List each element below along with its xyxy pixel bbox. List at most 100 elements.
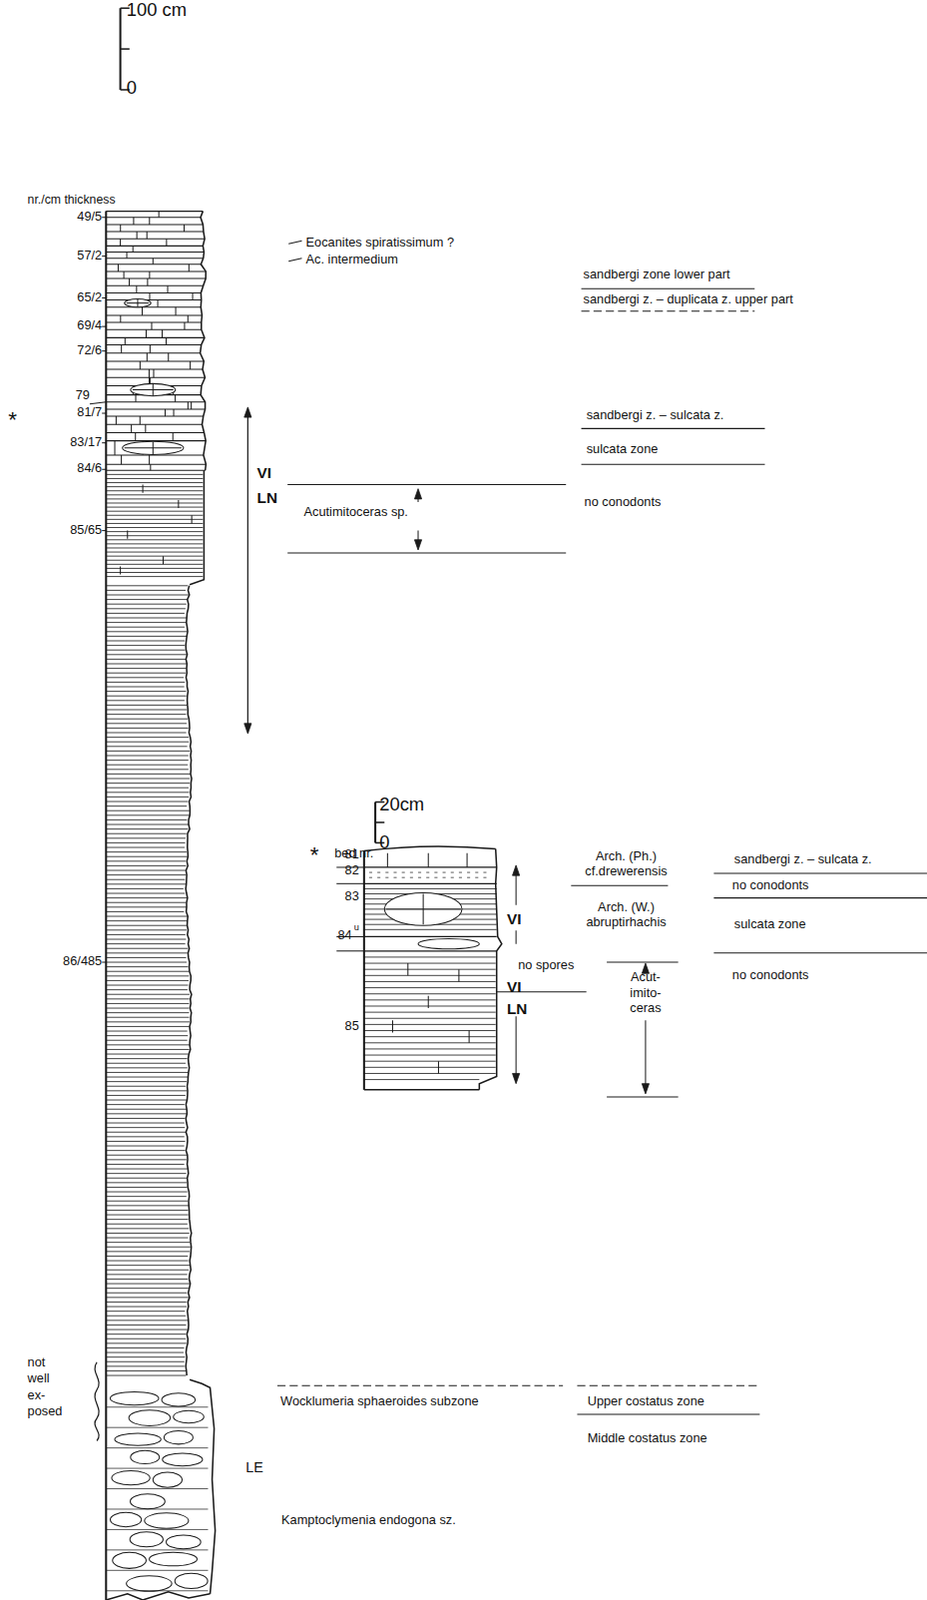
shale-lamina (105, 1269, 189, 1271)
annotation-text: sandbergi z. – sulcata z. (734, 852, 873, 868)
limestone-joint (135, 285, 137, 293)
shale-lamina (105, 686, 184, 688)
shale-lamina (105, 1108, 187, 1110)
bed-tick (101, 442, 106, 444)
shale-lamina (105, 1066, 188, 1068)
limestone-joint (148, 292, 150, 300)
shale-lamina (105, 773, 190, 775)
shale-lamina (105, 842, 185, 844)
limestone-joint (120, 455, 122, 464)
shale-lamina (105, 916, 188, 918)
bed-boundary (105, 322, 201, 324)
column-edge (185, 585, 192, 1376)
shale-lamina (105, 1099, 187, 1101)
range-boundary (606, 1095, 679, 1097)
shale-lamina (105, 984, 188, 986)
shale-lamina (105, 787, 189, 789)
zone-boundary (713, 951, 927, 953)
shale-lamina (105, 473, 203, 475)
limestone-joint (117, 264, 119, 272)
shale-lamina (105, 1076, 188, 1078)
annotation-text: LN (257, 488, 278, 506)
bed-boundary (364, 866, 497, 868)
annotation-text: Kamptoclymenia endogona sz. (281, 1512, 457, 1528)
limestone-joint (157, 300, 159, 308)
limestone-joint (177, 499, 179, 508)
shale-lamina (105, 764, 188, 766)
bed-boundary (105, 329, 201, 331)
annotation-text: * (7, 408, 17, 434)
shale-lamina (105, 879, 185, 881)
bed-boundary (105, 238, 205, 240)
annotation-text: VI (257, 463, 272, 481)
bed-boundary (105, 263, 201, 265)
shale-lamina (105, 925, 187, 927)
limestone-joint (190, 402, 192, 410)
bed-tick (101, 326, 106, 328)
range-arrow (418, 530, 420, 541)
arrow-head (641, 1083, 649, 1094)
bed-boundary (105, 432, 204, 434)
limestone-joint (174, 395, 176, 403)
exposure-wave (94, 1362, 99, 1441)
shale-lamina (105, 1191, 187, 1193)
shale-lamina (105, 828, 188, 830)
annotation-text: nr./cm thickness (27, 192, 116, 207)
shale-lamina (105, 555, 203, 557)
annotation-text: u (354, 922, 360, 933)
limestone-joint (167, 353, 169, 362)
annotation-text: Wocklumeria sphaeroides subzone (280, 1392, 479, 1408)
shale-lamina (105, 1315, 186, 1317)
annotation-text: Arch. (Ph.) cf.drewerensis (583, 849, 670, 881)
shale-lamina (105, 1333, 186, 1335)
shale-lamina (105, 942, 185, 944)
bed-boundary (105, 231, 204, 233)
shale-lamina (364, 1054, 496, 1056)
shale-lamina (105, 1278, 188, 1280)
shale-lamina (105, 805, 187, 807)
bed-boundary (105, 1426, 208, 1428)
shale-lamina (105, 824, 189, 826)
shale-lamina (105, 713, 186, 715)
column-edge (200, 211, 207, 471)
shale-lamina (364, 955, 496, 957)
shale-lamina (105, 1053, 188, 1055)
shale-lamina (105, 796, 189, 798)
shale-lamina (105, 1057, 187, 1059)
limestone-joint (428, 995, 430, 1008)
shale-lamina (105, 1030, 187, 1032)
shale-lamina (105, 681, 185, 683)
limestone-joint (149, 463, 151, 470)
shale-lamina (105, 1227, 189, 1229)
shale-lamina (105, 598, 187, 600)
bed-tick (336, 883, 365, 885)
limestone-joint (146, 278, 148, 286)
shale-lamina (105, 1338, 186, 1340)
shale-lamina (105, 1195, 186, 1197)
annotation-text: LE (245, 1458, 264, 1475)
shale-lamina (105, 1204, 188, 1206)
shale-lamina (105, 897, 187, 899)
annotation-text: 100 cm (126, 0, 187, 20)
shale-lamina (364, 1011, 496, 1013)
bed-boundary (105, 1589, 208, 1591)
annotation-text: Upper costatus zone (587, 1392, 705, 1408)
limestone-nodule (114, 1432, 161, 1445)
annotation-text: 20cm (379, 793, 425, 814)
limestone-joint (120, 345, 122, 354)
section-drawing (89, 7, 927, 1600)
limestone-joint (183, 322, 185, 330)
shale-lamina (105, 676, 184, 678)
annotation-text: 72/6 (9, 342, 102, 358)
limestone-nodule (128, 1409, 171, 1426)
shale-lamina (105, 988, 188, 990)
bed-boundary (105, 1405, 208, 1407)
limestone-joint (187, 402, 189, 410)
shale-lamina (105, 522, 203, 524)
annotation-text: 57/2 (9, 247, 102, 263)
bed-boundary (105, 251, 204, 253)
annotation-text: Acutimitoceras sp. (304, 504, 409, 520)
annotation-text: Acut- imito- ceras (623, 969, 667, 1016)
annotation-text: no conodonts (584, 494, 662, 510)
lens-cross (132, 389, 174, 391)
